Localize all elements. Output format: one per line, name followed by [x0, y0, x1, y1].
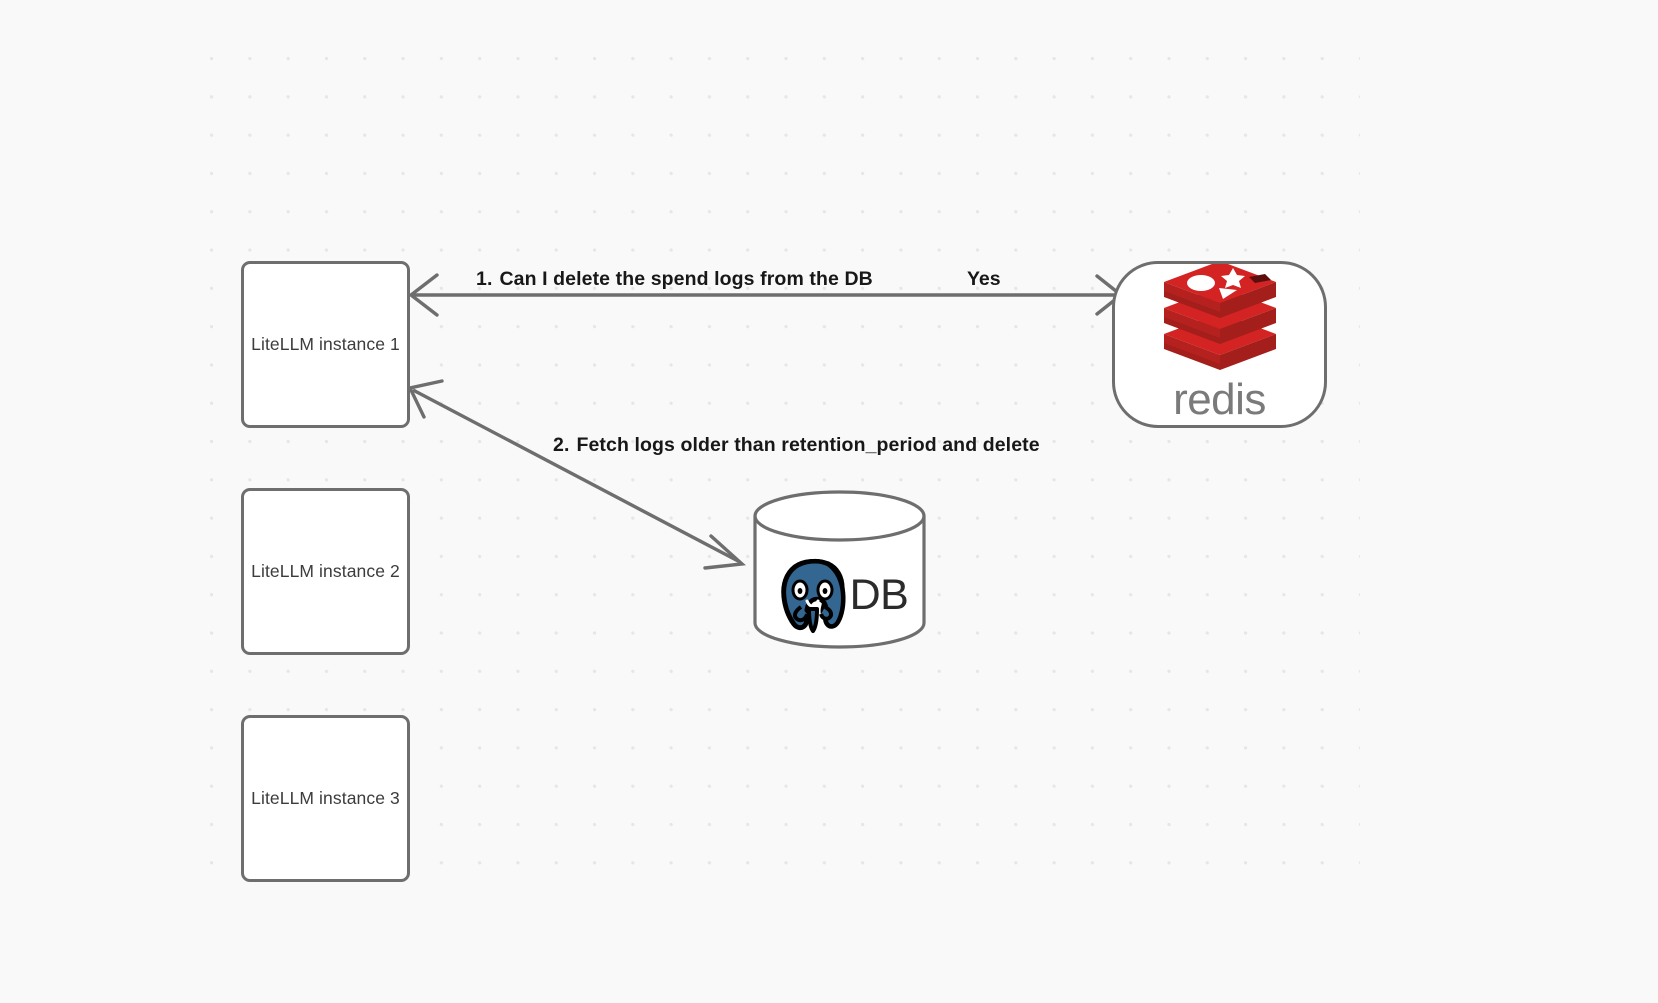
db-label: DB [849, 571, 909, 619]
step-2-number: 2. [553, 434, 570, 456]
node-litellm-instance-3[interactable]: LiteLLM instance 3 [241, 715, 410, 882]
node-litellm-instance-2[interactable]: LiteLLM instance 2 [241, 488, 410, 655]
postgresql-elephant-icon [780, 558, 846, 633]
edge-litellm1-db[interactable] [407, 379, 746, 570]
step-2-text: Fetch logs older than retention_period a… [576, 434, 1040, 456]
step-1-text: Can I delete the spend logs from the DB [499, 268, 873, 290]
redis-wordmark: redis [1173, 374, 1266, 424]
node-label: LiteLLM instance 1 [251, 334, 400, 354]
node-database[interactable]: DB [753, 490, 926, 649]
redis-logo-icon: redis [1161, 263, 1279, 424]
arrowhead-upleft-litellm1 [407, 379, 444, 419]
edge-label-yes: Yes [967, 268, 1001, 290]
node-litellm-instance-1[interactable]: LiteLLM instance 1 [241, 261, 410, 428]
edge-label-step-1: 1. Can I delete the spend logs from the D… [476, 268, 873, 291]
step-1-number: 1. [476, 268, 493, 290]
redis-logo-icon-svg [1163, 263, 1276, 370]
node-label: LiteLLM instance 3 [251, 788, 400, 808]
edge-label-step-2: 2. Fetch logs older than retention_period… [553, 434, 1040, 457]
node-redis[interactable]: redis [1112, 261, 1327, 428]
node-label: LiteLLM instance 2 [251, 561, 400, 581]
arrowhead-downright-db [703, 534, 746, 570]
arrowhead-left-litellm1 [408, 273, 439, 317]
